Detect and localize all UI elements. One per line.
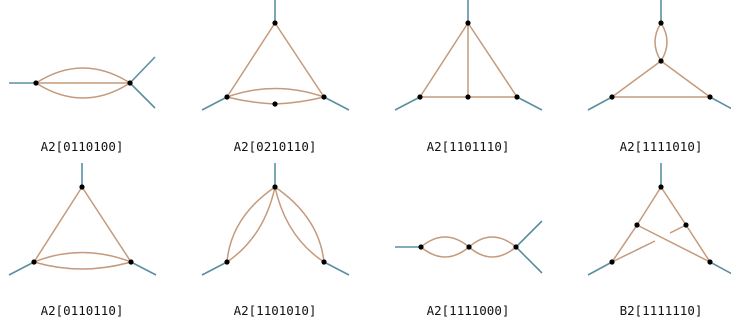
vertex bbox=[683, 222, 689, 228]
vertex bbox=[707, 94, 713, 100]
diagram-label: A2[0110100] bbox=[40, 139, 124, 154]
propagator-arc bbox=[226, 87, 325, 98]
external-leg bbox=[515, 220, 543, 248]
propagator-line bbox=[636, 186, 662, 226]
vertex bbox=[272, 101, 278, 107]
diagram-a2-0210110 bbox=[201, 0, 350, 111]
diagram-a2-0110110 bbox=[8, 163, 157, 276]
propagator-arc bbox=[468, 246, 517, 258]
diagram-b2-1111110 bbox=[587, 163, 731, 276]
vertex bbox=[128, 259, 134, 265]
propagator-arc bbox=[420, 246, 470, 258]
external-leg bbox=[129, 56, 156, 84]
propagator-arc bbox=[660, 22, 668, 62]
propagator-line bbox=[685, 224, 711, 263]
propagator-line bbox=[467, 22, 518, 98]
propagator-line bbox=[274, 22, 325, 98]
vertex bbox=[609, 94, 615, 100]
vertex bbox=[224, 94, 230, 100]
propagator-line bbox=[419, 22, 469, 98]
vertex bbox=[224, 259, 230, 265]
vertex bbox=[609, 259, 615, 265]
external-leg bbox=[130, 261, 157, 276]
propagator-line bbox=[636, 224, 711, 263]
vertex bbox=[321, 94, 327, 100]
diagram-a2-1111010 bbox=[587, 0, 731, 111]
external-leg bbox=[709, 261, 731, 275]
diagram-a2-1111000 bbox=[395, 220, 543, 274]
diagram-a2-1101010 bbox=[201, 163, 350, 276]
propagator-line bbox=[611, 224, 638, 263]
vertex bbox=[513, 244, 519, 250]
external-leg bbox=[201, 96, 228, 111]
propagator-line bbox=[669, 224, 687, 234]
propagator-arc bbox=[226, 186, 276, 263]
vertex bbox=[417, 94, 423, 100]
diagram-label: A2[1111000] bbox=[426, 303, 510, 318]
propagator-line bbox=[611, 240, 656, 263]
vertex bbox=[31, 259, 37, 265]
diagram-label: A2[1101010] bbox=[233, 303, 317, 318]
external-leg bbox=[515, 246, 543, 274]
diagram-label: A2[0110110] bbox=[40, 303, 124, 318]
propagator-arc bbox=[420, 236, 470, 248]
propagator-arc bbox=[274, 186, 325, 263]
vertex bbox=[79, 184, 85, 190]
propagator-arc bbox=[33, 251, 132, 263]
external-leg bbox=[587, 261, 613, 276]
vertex bbox=[634, 222, 640, 228]
vertex bbox=[707, 259, 713, 265]
external-leg bbox=[201, 261, 228, 276]
propagator-line bbox=[81, 186, 132, 263]
external-leg bbox=[8, 261, 35, 276]
propagator-arc bbox=[33, 261, 132, 270]
external-leg bbox=[516, 96, 543, 111]
diagram-label: A2[1111010] bbox=[619, 139, 703, 154]
external-leg bbox=[587, 96, 613, 111]
external-leg bbox=[323, 96, 350, 111]
propagator-line bbox=[226, 22, 276, 98]
propagator-line bbox=[611, 60, 662, 98]
propagator-arc bbox=[35, 67, 131, 84]
vertex bbox=[465, 20, 471, 26]
propagator-line bbox=[660, 60, 711, 98]
propagator-arc bbox=[274, 186, 325, 263]
propagator-arc bbox=[35, 82, 131, 99]
vertex bbox=[514, 94, 520, 100]
diagram-a2-0110100 bbox=[9, 56, 156, 109]
propagator-line bbox=[660, 186, 687, 226]
vertex bbox=[465, 94, 471, 100]
external-leg bbox=[323, 261, 350, 276]
vertex bbox=[127, 80, 133, 86]
propagator-line bbox=[33, 186, 83, 263]
diagram-label: A2[0210110] bbox=[233, 139, 317, 154]
vertex bbox=[466, 244, 472, 250]
propagator-arc bbox=[468, 236, 517, 248]
vertex bbox=[418, 244, 424, 250]
diagram-a2-1101110 bbox=[394, 0, 543, 111]
vertex bbox=[33, 80, 39, 86]
vertex bbox=[321, 259, 327, 265]
external-leg bbox=[129, 82, 156, 109]
vertex bbox=[272, 184, 278, 190]
vertex bbox=[658, 184, 664, 190]
diagram-label: A2[1101110] bbox=[426, 139, 510, 154]
vertex bbox=[272, 20, 278, 26]
external-leg bbox=[394, 96, 421, 111]
vertex bbox=[658, 20, 664, 26]
diagram-label: B2[1111110] bbox=[619, 303, 703, 318]
vertex bbox=[658, 58, 664, 64]
propagator-arc bbox=[654, 22, 662, 62]
external-leg bbox=[709, 96, 731, 110]
propagator-arc bbox=[226, 186, 276, 263]
